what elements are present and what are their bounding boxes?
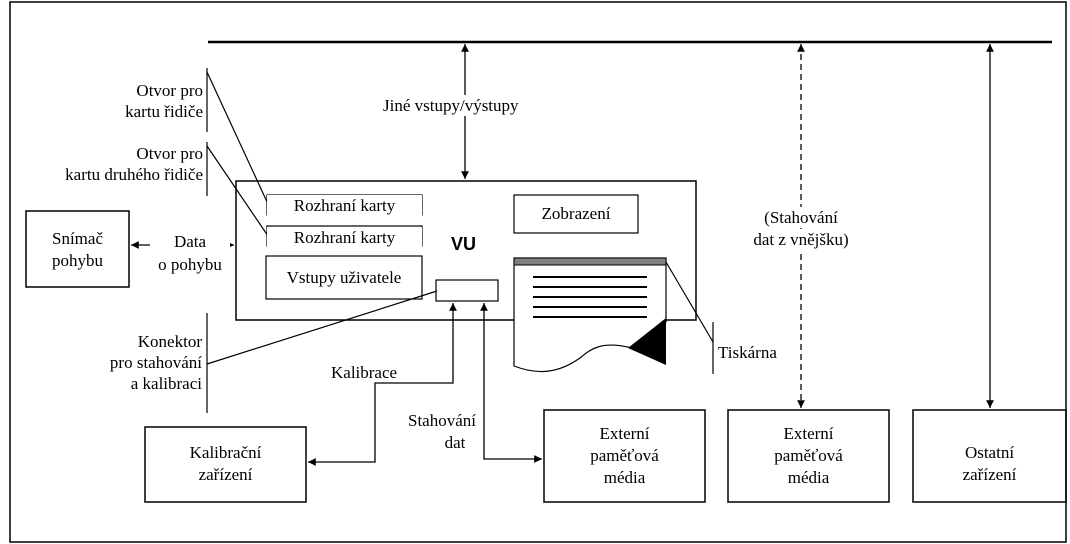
connector-label-line1: Konektor: [137, 332, 202, 351]
download-label-line2: dat: [444, 433, 466, 452]
remote-download-label-line1: (Stahování: [746, 207, 856, 228]
other-devices-label-line1: Ostatní: [964, 443, 1015, 462]
user-inputs-label: Vstupy uživatele: [286, 268, 402, 287]
printer-leader: [665, 261, 714, 343]
ext-media-1-label-line1: Externí: [599, 424, 650, 443]
printer-graphic: [513, 257, 667, 373]
codriver-slot-label-line2: kartu druhého řidiče: [65, 165, 203, 184]
user-inputs-box: [265, 255, 423, 300]
driver-slot-leader: [206, 71, 269, 205]
download-arrow: [480, 303, 542, 463]
display-box: [513, 194, 639, 234]
ext-media-1-label-line2: paměťová: [590, 446, 659, 465]
card-interface-label-1: Rozhraní karty: [267, 195, 422, 216]
calibration-arrow: [308, 303, 457, 466]
ext-media-2-label-line3: média: [787, 468, 830, 487]
vu-label: VU: [451, 234, 477, 254]
ext-media-box-1: [543, 409, 706, 503]
calibration-device-label-line2: zařízení: [198, 465, 253, 484]
motion-data-label-line1: Data: [150, 233, 230, 251]
download-label-line1: Stahování: [408, 411, 476, 430]
ext-media-2-label-line2: paměťová: [774, 446, 843, 465]
other-devices-label-line2: zařízení: [962, 465, 1017, 484]
remote-download-label-line2: dat z vnějšku): [746, 229, 856, 250]
other-devices-box: [912, 409, 1067, 503]
driver-slot-label-line2: kartu řidiče: [125, 102, 203, 121]
card-interface-label-2: Rozhraní karty: [267, 227, 422, 248]
ext-media-1-label-line3: média: [603, 468, 646, 487]
ext-media-box-2: [727, 409, 890, 503]
codriver-slot-leader: [206, 145, 269, 237]
vu-box: [235, 180, 697, 321]
motion-sensor-label-line2: pohybu: [52, 251, 103, 270]
connector-box: [435, 279, 499, 302]
outer-frame: [9, 1, 1067, 543]
motion-sensor-box: [25, 210, 130, 288]
connector-label-line2: pro stahování: [109, 353, 202, 372]
driver-slot-label-line1: Otvor pro: [136, 81, 203, 100]
display-label: Zobrazení: [541, 204, 611, 223]
motion-data-label-line2: o pohybu: [158, 255, 222, 274]
connector-leader: [206, 290, 438, 365]
connector-label-line3: a kalibraci: [130, 374, 202, 393]
motion-sensor-label-line1: Snímač: [52, 229, 103, 248]
ext-media-2-label-line1: Externí: [783, 424, 834, 443]
codriver-slot-label-line1: Otvor pro: [136, 144, 203, 163]
calibration-device-label-line1: Kalibrační: [189, 443, 262, 462]
other-io-label: Jiné vstupy/výstupy: [383, 95, 519, 116]
calibration-label: Kalibrace: [331, 363, 398, 382]
calibration-device-box: [144, 426, 307, 503]
printer-label: Tiskárna: [718, 342, 777, 363]
